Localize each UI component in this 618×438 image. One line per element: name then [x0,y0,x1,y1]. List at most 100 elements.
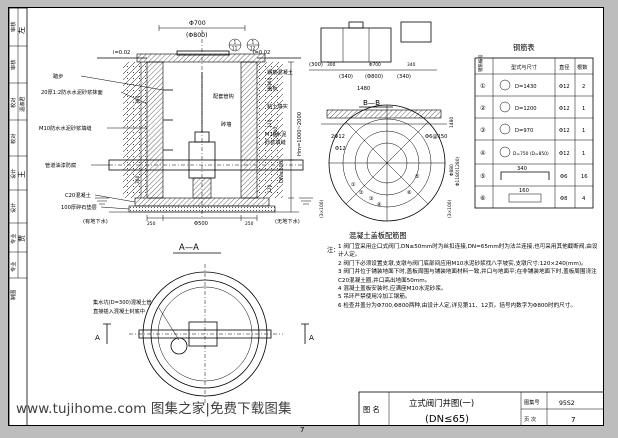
rebar-row-2-dia: Φ12 [559,106,570,112]
bar-mark-2: ② [359,190,364,196]
dim-top-alt: (Φ800) [186,32,208,39]
title-name-label: 图 名 [363,405,380,414]
signoff-column: 审核 左 审核 校对 温淑君 校对 设计 王 设计 专业 贾 专业 制图 [9,8,28,425]
notes-block: 注： [327,246,339,254]
note-item: 6 检查井盖分为Φ700,Φ800两种,由设计人定,详见第11、12页。括号内数… [338,302,576,309]
dim-bottom-3: 250 [245,221,254,227]
note-item: 3 阀门井位于铺装地面下时,盖板周围与铺装地面材料一致,井口与地面平;在非铺装地… [338,269,597,284]
signoff-signature-5: 王 [17,171,26,178]
plan-mark-left: A [95,333,100,342]
bb-title: B—B [363,98,380,107]
dn-label: DN≤100 [279,161,285,183]
hm-label: Hm=1000~2000 [297,112,303,156]
rebar-row-6-no: ⑥ [480,195,486,202]
label-mortar-joint: M10防水水泥砂浆填缝 [39,124,92,132]
rebar-row-4-qty: 1 [582,151,585,157]
rebar-row-1-shape: D=1430 [515,84,537,90]
label-gravel: 100厚碎石垫层 [61,203,97,211]
bar-mark-6: ⑥ [407,190,412,196]
watermark-banner: www.tujihome.com 图集之家|免费下载图集 [10,394,350,426]
bar-mark-4: ④ [377,202,382,208]
dim-bottom-2: Φ500 [194,221,208,227]
rebar-row-6-dia: Φ8 [560,196,567,202]
rebar-header-no: 钢筋编号 [477,54,484,72]
note-item: 2 阀门下必须设置支墩,支墩与阀门底部间应用M10水泥砂浆找八字坡实,支墩尺寸:… [338,260,587,267]
plan-view-drawing: A A 集水坑(D=300)混凝土管 直接插入混凝土封底中 [93,264,314,404]
atlas-value: 95S2 [559,400,575,407]
rebar-row-2-qty: 1 [582,106,585,112]
lid-sec-dim-3: (3×100) [447,199,453,218]
label-m10b: 砂浆填缝 [265,138,286,146]
page-number: 7 [300,426,305,434]
label-rc: 钢筋混凝土 [267,68,293,76]
label-m10: M10水泥 [265,130,286,138]
rebar-row-5-dia: Φ6 [560,174,567,180]
dim-bottom-1: 250 [147,221,156,227]
rebar-row-6-shape: 160 [519,188,529,194]
notes-lead: 注： [327,246,339,254]
label-no-groundwater: (无地下水) [275,217,300,225]
label-pipe-hook: 配套管钩 [213,92,234,100]
rebar-header-dia: 直径 [559,63,569,71]
section-mark-1-bot: 11 [232,46,238,52]
label-clay: 粘土填实 [267,102,288,110]
rebar-row-3-shape: D=970 [515,128,533,134]
bar-phi12: Φ12 [335,146,346,152]
page-label: 页 次 [524,415,536,423]
rebar-row-4-no: ④ [480,150,486,157]
signoff-label-5: 设计 [9,169,17,179]
title-block: 图 名 立式阀门井图(一) (DN≤65) 图集号 95S2 页 次 7 [358,391,603,425]
note-item: 5 吊环严禁使用冷加工钢筋。 [338,294,411,301]
signoff-label-7: 专业 [9,234,17,244]
drawing-canvas: 审核 左 审核 校对 温淑君 校对 设计 王 设计 专业 贾 专业 制图 Φ70… [9,8,603,425]
lid-caption: 混凝土盖板配筋图 [349,231,407,240]
drawing-title: 立式阀门井图(一) [409,398,474,408]
drawing-sheet: 审核 左 审核 校对 温淑君 校对 设计 王 设计 专业 贾 专业 制图 Φ70… [8,7,604,426]
bar-mark-3: ③ [369,196,374,202]
watermark-text: www.tujihome.com 图集之家|免费下载图集 [16,401,292,417]
slope-right: i=0.02 [253,50,270,56]
signoff-label-3: 校对 [9,98,17,108]
signoff-signature-7: 贾 [17,235,26,242]
bar-mark-1: ① [351,182,356,188]
plan-label-1: 集水坑(D=300)混凝土管 [93,298,152,306]
rebar-row-5-shape: 340 [517,166,527,172]
signoff-label-1: 审核 [9,22,17,32]
lid-dim-2: (340) [339,74,353,80]
rebar-table: 钢筋表 钢筋编号 型式与尺寸 直径 根数 ① D=1430 Φ12 2 ② D=… [474,43,594,209]
label-pipe-paint: 管道油漆防腐 [45,161,76,169]
label-plaster: 20厚1:2防水水泥砂浆抹面 [41,88,103,96]
rebar-row-1-qty: 2 [582,84,585,90]
section-a-a-title: A—A [179,242,199,252]
bar-mark-5: ⑤ [415,174,420,180]
rebar-row-5-no: ⑤ [480,173,486,180]
dim-vert-2: 120 [267,119,273,128]
note-item: 1 阀门宜采用企口式阀门,DN≤50mm时为丝扣连接,DN=65mm时为法兰连接… [338,244,598,259]
drawing-subtitle: (DN≤65) [425,414,469,425]
lid-dim-5: 300 [327,62,336,68]
signoff-label-6: 设计 [9,203,17,213]
section-mark-2-top: 1 [252,40,255,46]
signoff-signature-1: 左 [17,27,26,34]
lid-sec-dim-2: Φ1180(1280) [455,156,461,186]
rebar-row-4-dia: Φ12 [559,151,570,157]
plan-label-2: 直接插入混凝土封底中 [93,307,145,315]
plan-mark-right: A [309,333,314,342]
dim-left-2: 300 [135,175,141,184]
lid-sec-dim-5: (3×100) [319,199,325,218]
label-steps: 踏步 [53,72,63,80]
lid-dim-total: 1480 [357,86,370,92]
bar-phi6: Φ6@150 [425,134,447,140]
signoff-signature-3: 温淑君 [18,96,26,112]
rebar-row-3-no: ③ [480,127,486,134]
lid-dim-6: Φ700 [369,62,381,68]
rebar-row-4-shape: D=750 (D=850) [513,151,549,157]
dim-vert-4: 120 [267,184,273,193]
label-lid: 盖板 [267,84,278,92]
lid-dim-7: 340 [407,62,416,68]
rebar-header-qty: 根数 [577,63,588,71]
section-mark-2-bot: 12 [250,46,256,52]
rebar-title: 钢筋表 [513,43,535,52]
lid-sec-dim-1: 1480 [449,117,455,128]
dim-vert-3: 1000 [273,127,279,138]
